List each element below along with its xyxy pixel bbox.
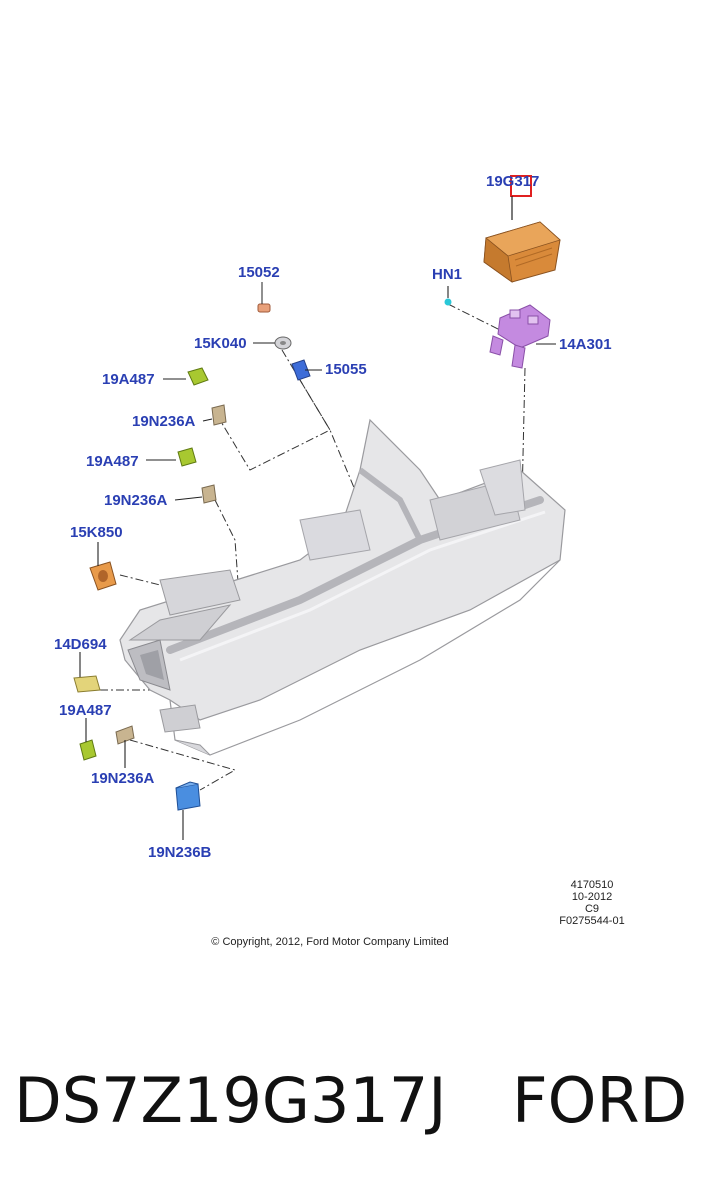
highlight-box	[510, 175, 532, 197]
meta-line-3: C9	[584, 903, 600, 915]
blue-port-19n236b	[175, 781, 201, 811]
callout-19n236a-bottom[interactable]: 19N236A	[91, 770, 155, 787]
callout-15k850[interactable]: 15K850	[70, 524, 123, 541]
callout-15k040[interactable]: 15K040	[194, 335, 247, 352]
meta-line-1: 4170510	[570, 879, 614, 891]
callout-15055[interactable]: 15055	[325, 361, 367, 378]
meta-line-2: 10-2012	[571, 891, 613, 903]
screw-15052	[257, 303, 271, 313]
usb-port-b	[177, 447, 197, 467]
footer	[0, 1000, 708, 1200]
mounting-bracket	[489, 304, 551, 369]
label-leaders	[79, 286, 556, 840]
callout-19n236b[interactable]: 19N236B	[148, 844, 212, 861]
callout-14d694[interactable]: 14D694	[54, 636, 107, 653]
part-number-title: DS7Z19G317J	[14, 1064, 447, 1137]
plug-b	[201, 484, 217, 504]
exploded-parts-diagram	[73, 175, 566, 840]
callout-19g317[interactable]: 19G317	[486, 173, 540, 190]
nut-15k040	[274, 336, 292, 350]
callout-19n236a-mid[interactable]: 19N236A	[104, 492, 168, 509]
nut-hn1	[444, 298, 452, 306]
callout-hn1[interactable]: HN1	[432, 266, 463, 283]
callout-19a487-top[interactable]: 19A487	[102, 371, 155, 388]
usb-port-a	[187, 367, 209, 386]
plug-a	[211, 404, 227, 426]
callout-19a487-bottom[interactable]: 19A487	[59, 702, 112, 719]
blue-connector-15055	[291, 359, 311, 381]
callout-19n236a-top[interactable]: 19N236A	[132, 413, 196, 430]
callout-14a301[interactable]: 14A301	[559, 336, 612, 353]
media-hub-module	[483, 221, 561, 283]
copyright-notice: © Copyright, 2012, Ford Motor Company Li…	[211, 936, 449, 948]
power-socket-15k850	[89, 561, 117, 591]
meta-line-4: F0275544-01	[559, 915, 625, 927]
diagram-meta: 4170510 10-2012 C9 F0275544-01	[552, 879, 632, 927]
callout-15052[interactable]: 15052	[238, 264, 280, 281]
usb-port-c	[79, 739, 97, 761]
callout-19a487-mid[interactable]: 19A487	[86, 453, 139, 470]
part-14d694	[73, 675, 101, 693]
center-console	[119, 418, 566, 756]
plug-c	[115, 725, 135, 745]
brand-name: FORD	[512, 1064, 688, 1137]
